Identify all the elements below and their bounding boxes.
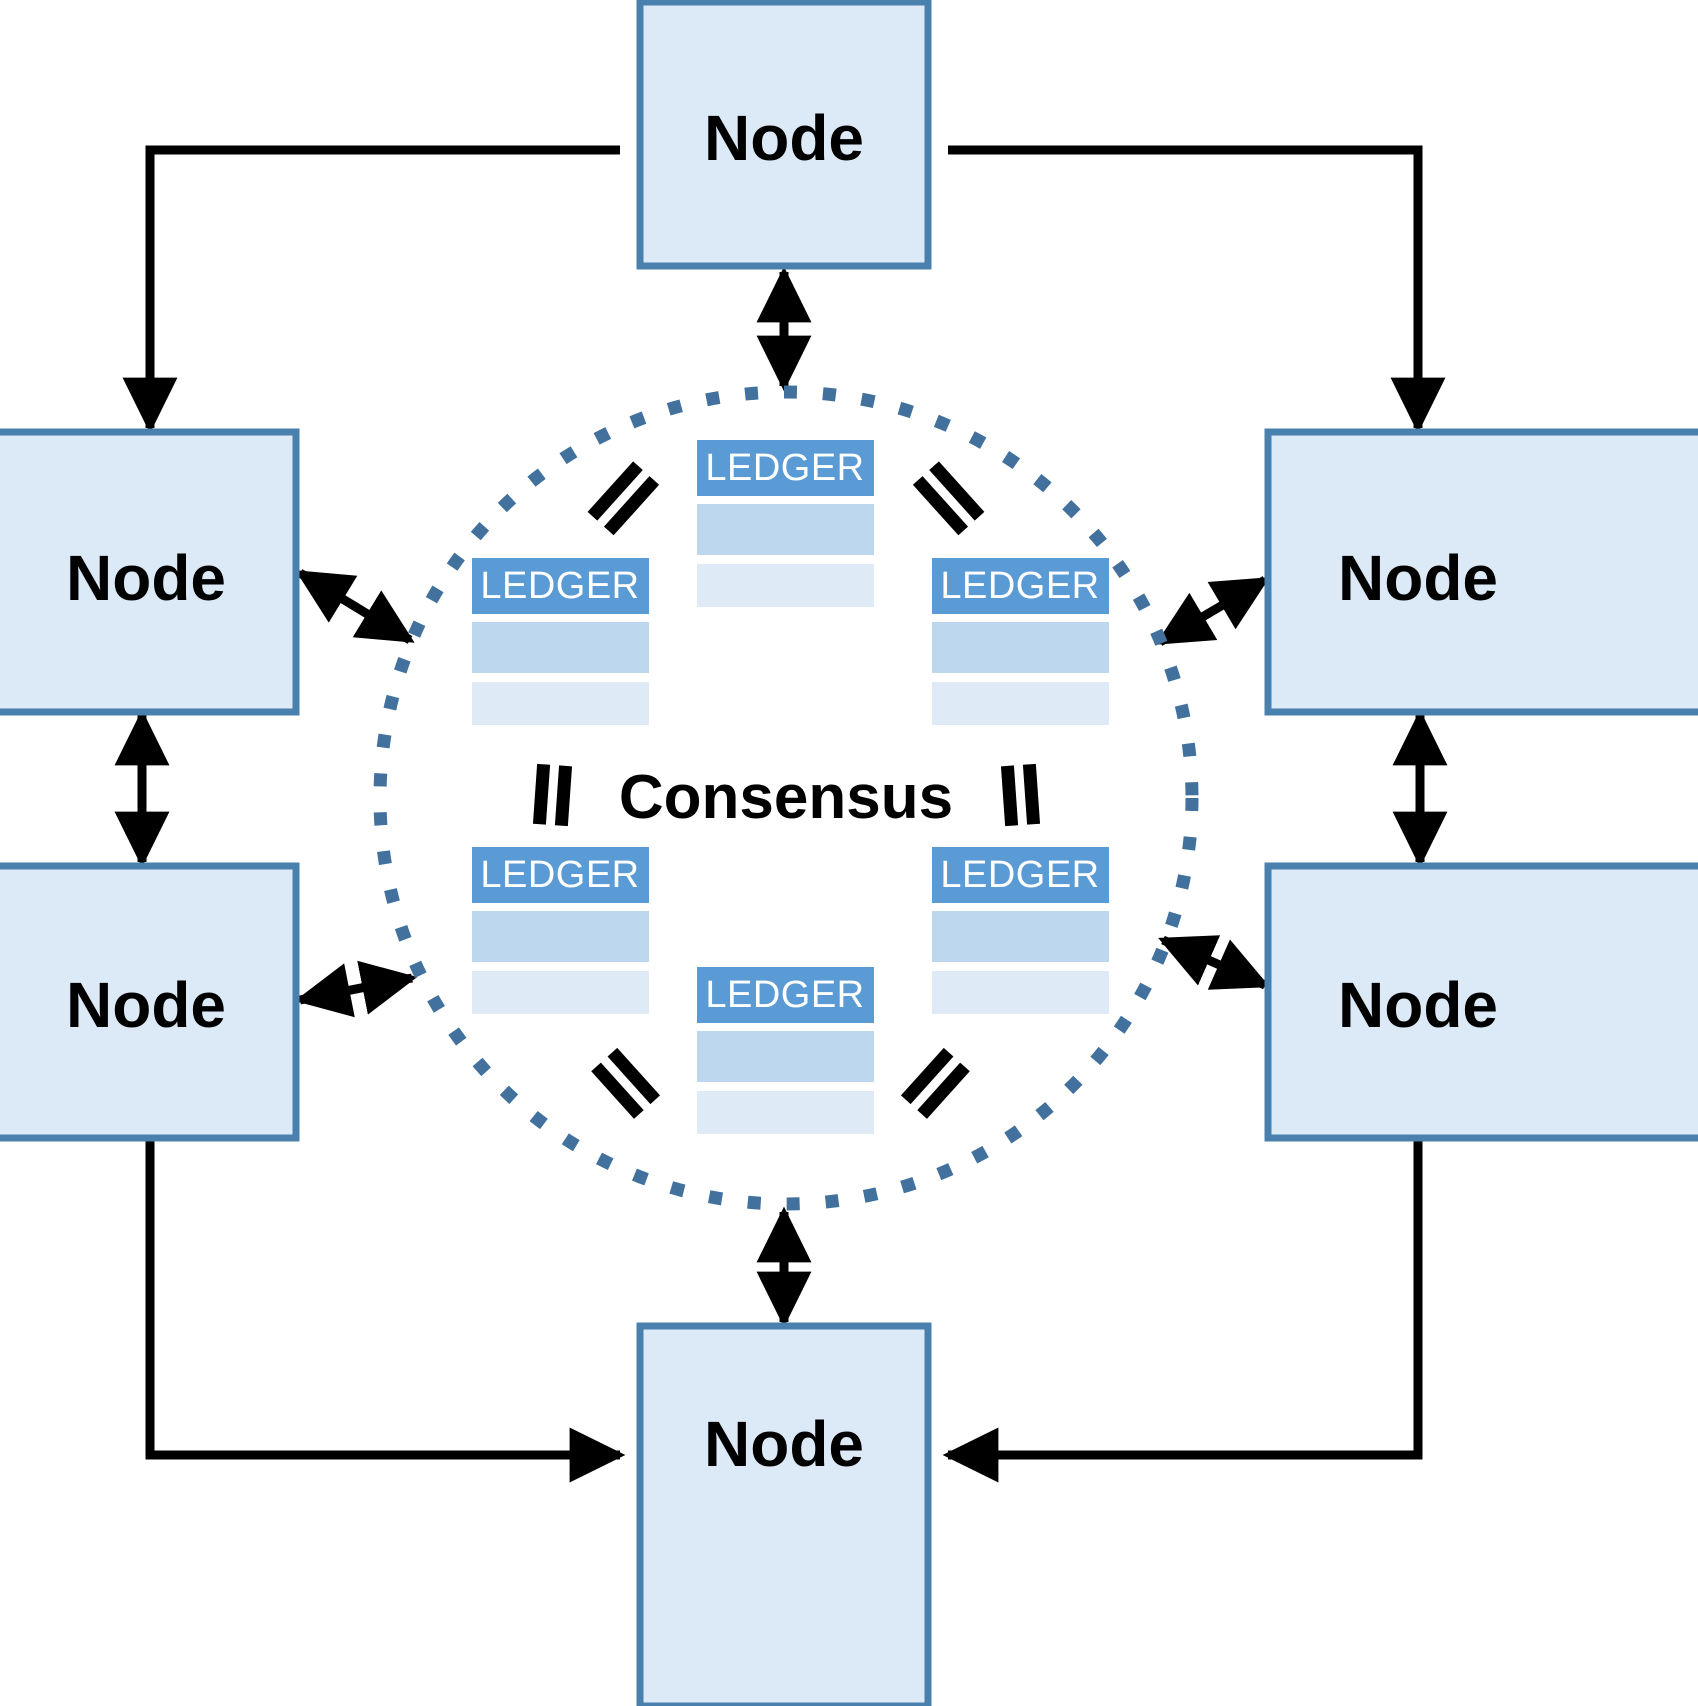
node-left-upper[interactable]: Node <box>0 428 300 716</box>
ledger-top-row-2 <box>697 564 874 607</box>
ledger-stacks: LEDGER LEDGER LEDGER LEDGER <box>472 440 1109 1134</box>
ledger-top-header <box>697 440 874 496</box>
node-bottom-label: Node <box>704 1408 864 1480</box>
node-bottom-box[interactable] <box>636 1322 932 1706</box>
ledger-right-lower-row-2 <box>932 971 1109 1014</box>
ledger-left-lower-header <box>472 847 649 903</box>
ledger-left-upper-row-1 <box>472 622 649 673</box>
ledger-top-row-1 <box>697 504 874 555</box>
arrow-leftlower-to-bottom <box>145 1140 626 1483</box>
node-right-upper-label: Node <box>1338 542 1498 614</box>
ledger-right-lower-label: LEDGER <box>940 854 1099 896</box>
equals-mid-right <box>1000 763 1041 827</box>
node-bottom[interactable]: Node <box>636 1322 932 1706</box>
node-left-lower-box[interactable] <box>0 862 300 1142</box>
arrow-rightlower-to-bottom <box>942 1140 1423 1483</box>
ledger-bottom-row-2 <box>697 1091 874 1134</box>
ledger-left-lower[interactable]: LEDGER <box>472 847 649 1014</box>
equals-top-left <box>587 461 660 536</box>
ledger-left-upper-row-2 <box>472 682 649 725</box>
node-left-upper-box[interactable] <box>0 428 300 716</box>
equals-top-right <box>912 461 985 536</box>
node-top-label: Node <box>704 102 864 174</box>
ledger-left-lower-row-1 <box>472 911 649 962</box>
ledger-left-upper-header <box>472 558 649 614</box>
ledger-right-upper[interactable]: LEDGER <box>932 558 1109 725</box>
ledger-bottom-header <box>697 967 874 1023</box>
equals-bottom-left <box>591 1047 661 1119</box>
equals-mid-left <box>532 763 573 827</box>
ledger-left-upper[interactable]: LEDGER <box>472 558 649 725</box>
ledger-right-upper-header <box>932 558 1109 614</box>
node-right-lower-box[interactable] <box>1264 862 1698 1142</box>
ledger-top[interactable]: LEDGER <box>697 440 874 607</box>
ledger-left-lower-label: LEDGER <box>480 854 639 896</box>
node-right-upper[interactable]: Node <box>1264 428 1698 716</box>
link-left-lower <box>294 960 418 1018</box>
ledger-right-lower[interactable]: LEDGER <box>932 847 1109 1014</box>
node-top[interactable]: Node <box>636 0 932 270</box>
outer-ring-arrows <box>122 145 1446 1483</box>
ledger-right-lower-header <box>932 847 1109 903</box>
node-left-upper-label: Node <box>66 542 226 614</box>
consensus-link-arrows <box>294 266 1270 1328</box>
node-right-lower[interactable]: Node <box>1264 862 1698 1142</box>
ledger-right-upper-label: LEDGER <box>940 565 1099 607</box>
node-left-lower[interactable]: Node <box>0 862 300 1142</box>
equals-marks <box>532 461 1041 1119</box>
ledger-left-upper-label: LEDGER <box>480 565 639 607</box>
equals-bottom-right <box>900 1047 970 1119</box>
ledger-bottom[interactable]: LEDGER <box>697 967 874 1134</box>
node-top-box[interactable] <box>636 0 932 270</box>
consensus-circle <box>373 385 1199 1211</box>
ledger-right-upper-row-1 <box>932 622 1109 673</box>
link-right-upper <box>1155 576 1270 646</box>
node-right-upper-box[interactable] <box>1264 428 1698 716</box>
node-left-lower-label: Node <box>66 969 226 1041</box>
ledger-bottom-row-1 <box>697 1031 874 1082</box>
node-right-lower-label: Node <box>1338 969 1498 1041</box>
arrow-top-to-leftupper <box>122 145 620 434</box>
ledger-bottom-label: LEDGER <box>705 974 864 1016</box>
link-right-lower <box>1158 935 1270 990</box>
arrow-top-to-rightupper <box>948 145 1446 434</box>
consensus-label: Consensus <box>619 763 953 832</box>
ledger-right-lower-row-1 <box>932 911 1109 962</box>
ledger-right-upper-row-2 <box>932 682 1109 725</box>
link-left-upper <box>295 569 415 644</box>
ledger-left-lower-row-2 <box>472 971 649 1014</box>
ledger-top-label: LEDGER <box>705 447 864 489</box>
